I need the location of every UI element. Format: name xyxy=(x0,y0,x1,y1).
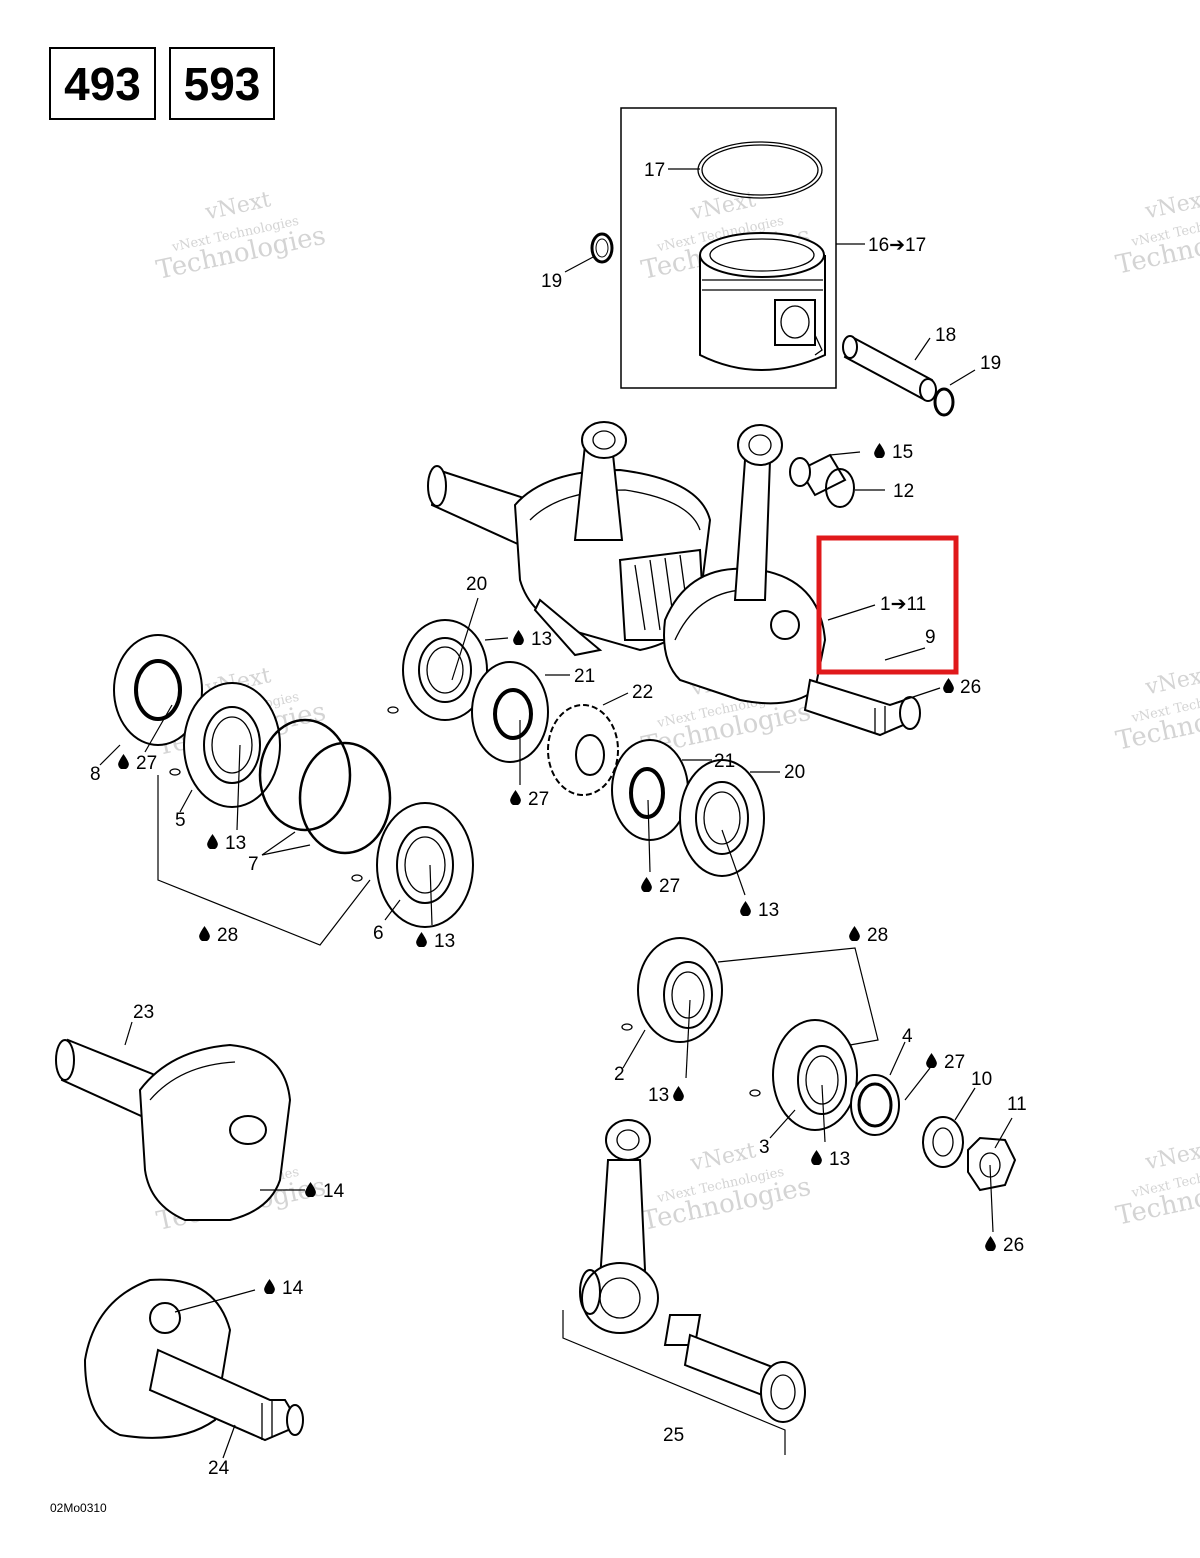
callout-7: 7 xyxy=(248,854,259,875)
callout-1-11: 1➔11 xyxy=(880,594,926,615)
watermark-text: vNext xyxy=(202,187,273,225)
callout-23: 23 xyxy=(133,1002,154,1023)
bearing-ring xyxy=(258,718,392,855)
callout-20: 20 xyxy=(466,574,487,595)
oil-drop-icon xyxy=(118,754,129,769)
callout-13: 13 xyxy=(225,833,246,854)
connecting-rod xyxy=(579,1119,806,1423)
callout-12: 12 xyxy=(893,481,914,502)
highlight-box xyxy=(816,535,959,675)
callout-13: 13 xyxy=(758,900,779,921)
oil-drop-icon xyxy=(641,877,652,892)
model-box-493: 493 xyxy=(49,47,156,120)
callout-28: 28 xyxy=(217,925,238,946)
oil-seal xyxy=(471,661,549,763)
oil-drop-icon xyxy=(673,1086,684,1101)
callout-28: 28 xyxy=(867,925,888,946)
callout-21: 21 xyxy=(714,751,735,772)
gear xyxy=(547,704,619,796)
oil-drop-icon xyxy=(264,1279,275,1294)
callout-19: 19 xyxy=(980,353,1001,374)
crankshaft-assembly xyxy=(427,421,921,737)
callout-22: 22 xyxy=(632,682,653,703)
piston-kit-frame xyxy=(620,107,837,389)
dowel-pin xyxy=(169,706,761,1097)
callout-3: 3 xyxy=(759,1137,770,1158)
oil-seal xyxy=(611,739,689,841)
callout-27: 27 xyxy=(944,1052,965,1073)
watermark-group: vNext vNext Technologies Technologies vN… xyxy=(154,186,1200,1237)
callout-2: 2 xyxy=(614,1064,625,1085)
oil-drop-icon xyxy=(811,1150,822,1165)
model-box-593: 593 xyxy=(169,47,275,120)
callout-16-17: 16➔17 xyxy=(868,235,926,256)
callout-4: 4 xyxy=(902,1026,913,1047)
callout-14: 14 xyxy=(282,1278,304,1299)
oil-drop-icon xyxy=(207,834,218,849)
oil-drop-icon xyxy=(874,443,885,458)
callout-13: 13 xyxy=(434,931,455,952)
callout-17: 17 xyxy=(644,160,665,181)
callout-13: 13 xyxy=(531,629,552,650)
oil-drop-icon xyxy=(926,1053,937,1068)
callout-21: 21 xyxy=(574,666,595,687)
callout-18: 18 xyxy=(935,325,956,346)
callout-13: 13 xyxy=(829,1149,850,1170)
piston-ring xyxy=(697,141,823,199)
callout-27: 27 xyxy=(136,753,157,774)
circlip xyxy=(590,232,614,264)
callout-25: 25 xyxy=(663,1425,684,1446)
watermark-text: vNext xyxy=(1142,662,1200,700)
hex-nut xyxy=(967,1136,1017,1192)
oil-drop-icon xyxy=(416,932,427,947)
circlip xyxy=(933,387,955,417)
watermark-text: vNext xyxy=(1142,1137,1200,1175)
ball-bearing xyxy=(376,802,474,928)
ball-bearing xyxy=(637,937,723,1043)
callout-10: 10 xyxy=(971,1069,992,1090)
callout-15: 15 xyxy=(892,442,913,463)
callout-9: 9 xyxy=(925,627,936,648)
callout-14: 14 xyxy=(323,1181,345,1202)
watermark-text: vNext xyxy=(1142,186,1200,224)
ball-bearing xyxy=(402,619,488,721)
oil-drop-icon xyxy=(740,901,751,916)
callout-19: 19 xyxy=(541,271,562,292)
callout-8: 8 xyxy=(90,764,101,785)
callout-11: 11 xyxy=(1007,1094,1027,1115)
oil-drop-icon xyxy=(513,630,524,645)
crankshaft-half xyxy=(55,1038,292,1221)
callout-5: 5 xyxy=(175,810,186,831)
oil-drop-icon xyxy=(849,926,860,941)
ball-bearing xyxy=(679,759,765,877)
piston xyxy=(699,232,826,371)
oil-drop-icon xyxy=(510,790,521,805)
callout-24: 24 xyxy=(208,1458,230,1479)
crankshaft-half xyxy=(83,1278,304,1442)
ball-bearing xyxy=(772,1019,858,1131)
callout-20: 20 xyxy=(784,762,805,783)
drawing-code: 02Mo0310 xyxy=(50,1501,107,1515)
callout-6: 6 xyxy=(373,923,384,944)
oil-seal xyxy=(850,1074,900,1136)
wrist-pin xyxy=(842,335,937,402)
oil-drop-icon xyxy=(943,678,954,693)
callout-27: 27 xyxy=(528,789,549,810)
oil-drop-icon xyxy=(985,1236,996,1251)
callout-13: 13 xyxy=(648,1085,669,1106)
washer xyxy=(922,1116,964,1168)
needle-bearing xyxy=(789,453,855,508)
leader-lines xyxy=(99,168,1013,1459)
callout-26: 26 xyxy=(960,677,981,698)
oil-seal xyxy=(113,634,203,746)
ball-bearing xyxy=(183,682,281,808)
callout-27: 27 xyxy=(659,876,680,897)
oil-drop-icon xyxy=(199,926,210,941)
watermark-text: vNext xyxy=(687,1138,758,1176)
callout-26: 26 xyxy=(1003,1235,1024,1256)
